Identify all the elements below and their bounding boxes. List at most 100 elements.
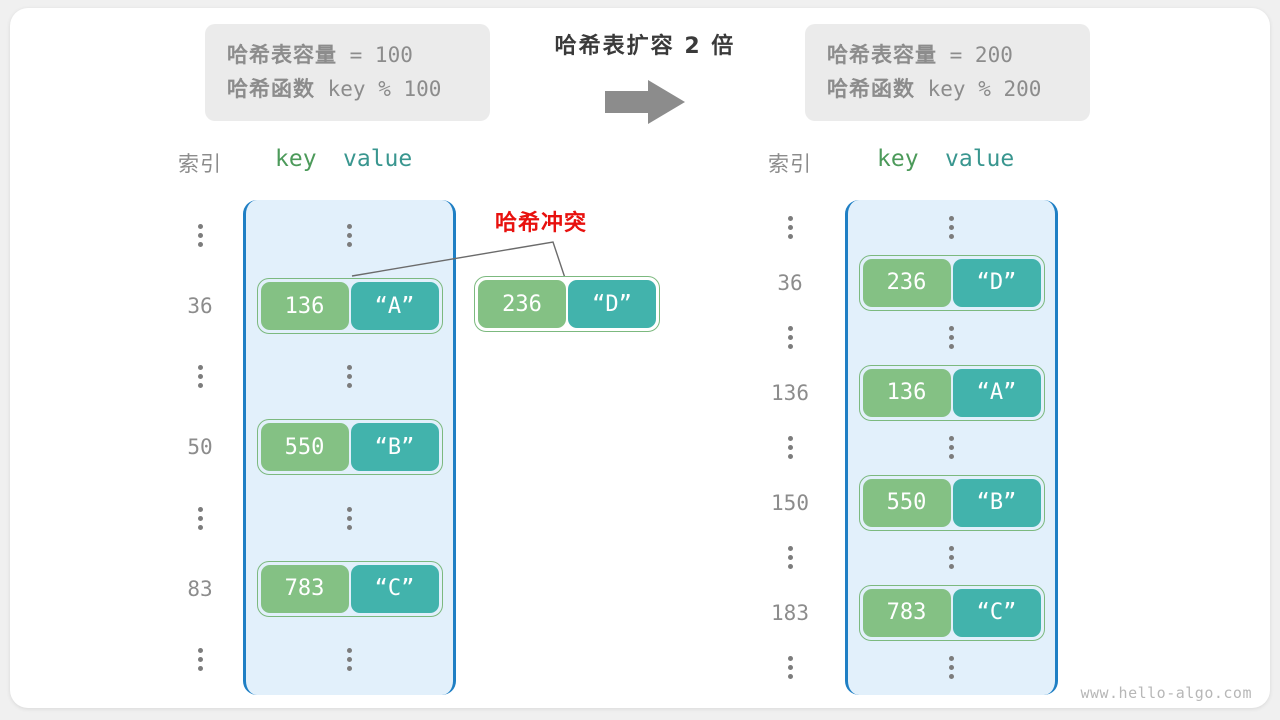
vertical-ellipsis-icon (347, 223, 352, 247)
watermark: www.hello-algo.com (1080, 684, 1252, 702)
vertical-ellipsis-icon (949, 546, 954, 569)
before-entry-pair: 550“B” (256, 419, 443, 476)
before-index-cell (172, 483, 228, 554)
before-header-index: 索引 (178, 152, 222, 176)
before-entry-pair: 783“C” (256, 560, 443, 617)
collision-key-cell: 236 (478, 280, 566, 328)
after-header-index: 索引 (768, 152, 812, 176)
before-value-cell: “A” (350, 282, 439, 331)
after-function-line: 哈希函数 key % 200 (827, 72, 1070, 106)
after-value-cell: “C” (952, 588, 1041, 637)
before-function-line: 哈希函数 key % 100 (227, 72, 470, 106)
before-function-label: 哈希函数 (227, 77, 315, 101)
after-index-cell: 36 (762, 255, 818, 310)
vertical-ellipsis-icon (949, 326, 954, 349)
diagram-title: 哈希表扩容 2 倍 (554, 34, 736, 59)
diagram-card (10, 8, 1270, 708)
after-index-value: 183 (771, 600, 809, 625)
collision-label: 哈希冲突 (495, 211, 588, 236)
after-value-cell: “B” (952, 478, 1041, 527)
after-key-cell: 136 (862, 368, 951, 417)
before-value-cell: “C” (350, 564, 439, 613)
vertical-ellipsis-icon (787, 216, 793, 239)
vertical-ellipsis-icon (347, 648, 352, 672)
after-table-row (845, 310, 1058, 365)
before-index-column: 36 50 83 (172, 200, 228, 695)
after-index-value: 36 (777, 270, 803, 295)
before-key-cell: 136 (260, 282, 349, 331)
vertical-ellipsis-icon (787, 326, 793, 349)
vertical-ellipsis-icon (949, 656, 954, 679)
before-index-cell (172, 200, 228, 271)
before-table-row (243, 341, 456, 412)
after-entry-pair: 136“A” (858, 364, 1045, 421)
after-index-cell: 183 (762, 585, 818, 640)
before-table-row (243, 483, 456, 554)
before-index-cell (172, 624, 228, 695)
vertical-ellipsis-icon (787, 656, 793, 679)
after-capacity-value: = 200 (937, 43, 1013, 67)
after-header-value: value (945, 146, 1015, 172)
before-capacity-label: 哈希表容量 (227, 43, 337, 67)
vertical-ellipsis-icon (197, 506, 203, 530)
vertical-ellipsis-icon (197, 648, 203, 672)
before-entry-pair: 136“A” (256, 278, 443, 335)
before-info-box: 哈希表容量 = 100 哈希函数 key % 100 (205, 24, 490, 121)
before-table-row: 783“C” (243, 554, 456, 625)
after-index-cell: 136 (762, 365, 818, 420)
after-index-cell (762, 530, 818, 585)
after-table-row: 136“A” (845, 364, 1058, 421)
before-key-cell: 783 (260, 564, 349, 613)
before-index-cell (172, 341, 228, 412)
before-index-value: 36 (187, 294, 213, 319)
after-index-cell (762, 640, 818, 695)
collision-value-cell: “D” (568, 280, 656, 328)
after-table-row (845, 530, 1058, 585)
before-table-row: 136“A” (243, 271, 456, 342)
after-key-cell: 236 (862, 258, 951, 307)
before-table-row: 550“B” (243, 412, 456, 483)
after-function-label: 哈希函数 (827, 77, 915, 101)
vertical-ellipsis-icon (197, 365, 203, 389)
before-rows: 136“A” 550“B” 783“C” (243, 200, 456, 695)
after-value-cell: “D” (952, 258, 1041, 307)
before-index-value: 83 (187, 576, 213, 601)
after-table-row (845, 640, 1058, 695)
after-function-value: key % 200 (915, 77, 1042, 101)
before-value-cell: “B” (350, 423, 439, 472)
before-index-cell: 36 (172, 271, 228, 342)
vertical-ellipsis-icon (949, 436, 954, 459)
after-header-key: key (877, 146, 919, 172)
before-index-cell: 83 (172, 554, 228, 625)
before-table-row (243, 624, 456, 695)
vertical-ellipsis-icon (347, 365, 352, 389)
vertical-ellipsis-icon (347, 506, 352, 530)
before-index-cell: 50 (172, 412, 228, 483)
after-index-value: 136 (771, 380, 809, 405)
before-capacity-value: = 100 (337, 43, 413, 67)
after-rows: 236“D” 136“A” 550“B” 783“C” (845, 200, 1058, 695)
after-table-row (845, 420, 1058, 475)
collision-entry-pair: 236“D” (474, 276, 660, 332)
vertical-ellipsis-icon (197, 223, 203, 247)
after-index-column: 36 136 150 183 (762, 200, 818, 695)
before-table-row (243, 200, 456, 271)
after-entry-pair: 550“B” (858, 474, 1045, 531)
colliding-entry-pair: 236“D” (474, 276, 660, 332)
before-header-value: value (343, 146, 413, 172)
before-index-value: 50 (187, 435, 213, 460)
before-capacity-line: 哈希表容量 = 100 (227, 38, 470, 72)
right-arrow-icon (600, 78, 690, 126)
after-table-row (845, 200, 1058, 255)
after-index-value: 150 (771, 490, 809, 515)
after-table-row: 783“C” (845, 584, 1058, 641)
after-value-cell: “A” (952, 368, 1041, 417)
after-table-row: 550“B” (845, 474, 1058, 531)
after-info-box: 哈希表容量 = 200 哈希函数 key % 200 (805, 24, 1090, 121)
after-index-cell (762, 420, 818, 475)
after-index-cell (762, 200, 818, 255)
before-header-key: key (275, 146, 317, 172)
vertical-ellipsis-icon (787, 436, 793, 459)
after-entry-pair: 236“D” (858, 254, 1045, 311)
